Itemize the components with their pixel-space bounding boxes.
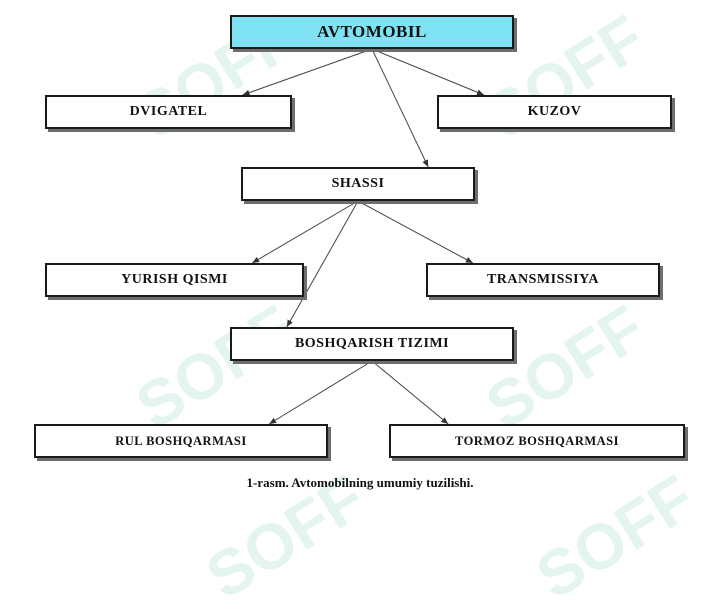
edge-boshqarish_tizimi-to-tormoz_boshqarmasi <box>371 360 449 425</box>
figure-caption: 1-rasm. Avtomobilning umumiy tuzilishi. <box>246 475 474 490</box>
edge-shassi-to-transmissiya <box>357 200 474 264</box>
node-boshqarish-tizimi: BOSHQARISH TIZIMI <box>230 327 514 361</box>
node-kuzov: KUZOV <box>437 95 672 129</box>
node-transmissiya: TRANSMISSIYA <box>426 263 660 297</box>
node-yurish-qismi: YURISH QISMI <box>45 263 304 297</box>
edge-boshqarish_tizimi-to-rul_boshqarmasi <box>268 360 373 425</box>
edge-shassi-to-boshqarish_tizimi <box>286 200 359 328</box>
edge-avtomobil-to-shassi <box>371 48 429 168</box>
diagram-edges <box>242 48 485 425</box>
node-dvigatel: DVIGATEL <box>45 95 292 129</box>
node-rul-boshqarmasi: RUL BOSHQARMASI <box>34 424 328 458</box>
node-avtomobil: AVTOMOBIL <box>230 15 514 49</box>
node-shassi: SHASSI <box>241 167 475 201</box>
edge-avtomobil-to-dvigatel <box>242 48 373 96</box>
edge-avtomobil-to-kuzov <box>371 48 485 96</box>
node-tormoz-boshqarmasi: TORMOZ BOSHQARMASI <box>389 424 685 458</box>
edge-shassi-to-yurish_qismi <box>251 200 359 264</box>
